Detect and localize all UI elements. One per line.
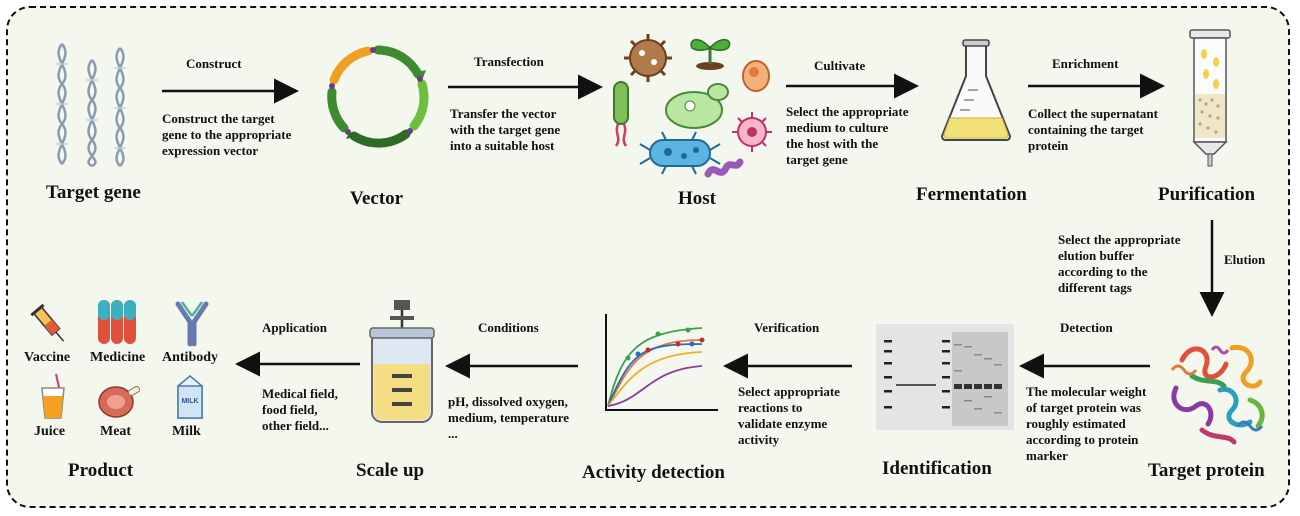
dna-helix-icon (56, 43, 126, 168)
chromatography-column-icon (1189, 29, 1231, 167)
meat-icon (98, 386, 141, 418)
stage-title-vector: Vector (350, 188, 404, 209)
product-label-milk: Milk (172, 424, 201, 439)
stage-title-product: Product (68, 460, 134, 481)
antibody-icon (175, 301, 209, 347)
bacterium-blue-icon (639, 131, 721, 175)
bioreactor-icon (369, 300, 435, 423)
step-desc-conditions: pH, dissolved oxygen, medium, temperatur… (448, 394, 570, 441)
step-desc-elution: Select the appropriate elution buffer ac… (1058, 232, 1181, 295)
sprout-icon (690, 38, 731, 70)
step-label-transfection: Transfection (474, 54, 544, 69)
plasmid-vector-icon (327, 45, 429, 148)
milk-carton-text: MILK (181, 398, 198, 405)
step-desc-cultivate: Select the appropriate medium to culture… (786, 104, 909, 167)
host-microbes-icon (613, 34, 772, 178)
stage-title-scale-up: Scale up (356, 460, 425, 481)
virus-icon (624, 34, 672, 82)
step-label-conditions: Conditions (478, 320, 539, 335)
vaccine-syringe-icon (30, 303, 65, 342)
dashed-frame (6, 6, 1290, 508)
activity-curves-icon (605, 314, 718, 411)
stage-title-identification: Identification (882, 458, 992, 479)
green-cell-icon (665, 83, 729, 129)
product-label-juice: Juice (34, 424, 66, 439)
product-label-antibody: Antibody (162, 350, 219, 365)
milk-carton-icon: MILK (177, 375, 203, 419)
product-label-meat: Meat (100, 424, 132, 439)
step-desc-verification: Select appropriate reactions to validate… (738, 384, 840, 447)
product-label-vaccine: Vaccine (24, 350, 71, 365)
worm-icon (704, 158, 744, 178)
step-label-construct: Construct (186, 56, 242, 71)
step-label-elution: Elution (1224, 252, 1266, 267)
protein-structure-icon (1170, 344, 1265, 445)
step-desc-detection: The molecular weight of target protein w… (1026, 384, 1147, 463)
stage-title-target-protein: Target protein (1148, 460, 1265, 481)
step-desc-application: Medical field, food field, other field..… (262, 386, 338, 433)
stage-title-fermentation: Fermentation (916, 184, 1027, 205)
stage-title-target-gene: Target gene (46, 182, 141, 203)
medicine-capsule-icon (98, 300, 136, 344)
juice-glass-icon (41, 373, 65, 419)
step-desc-enrichment: Collect the supernatant containing the t… (1028, 106, 1158, 153)
product-label-medicine: Medicine (90, 350, 146, 365)
step-label-enrichment: Enrichment (1052, 56, 1119, 71)
step-label-verification: Verification (754, 320, 820, 335)
erlenmeyer-flask-icon (940, 39, 1012, 141)
step-label-detection: Detection (1060, 320, 1113, 335)
step-desc-construct: Construct the target gene to the appropr… (162, 111, 292, 158)
stage-title-host: Host (678, 188, 716, 209)
step-desc-transfection: Transfer the vector with the target gene… (450, 106, 561, 153)
pink-virus-icon (732, 112, 772, 152)
step-label-cultivate: Cultivate (814, 58, 866, 73)
step-label-application: Application (262, 320, 328, 335)
bacterium-red-icon (613, 81, 629, 147)
sds-page-gel-icon (876, 324, 1014, 430)
cell-icon (742, 60, 770, 92)
stage-title-activity-detection: Activity detection (582, 462, 725, 483)
stage-title-purification: Purification (1158, 184, 1256, 205)
